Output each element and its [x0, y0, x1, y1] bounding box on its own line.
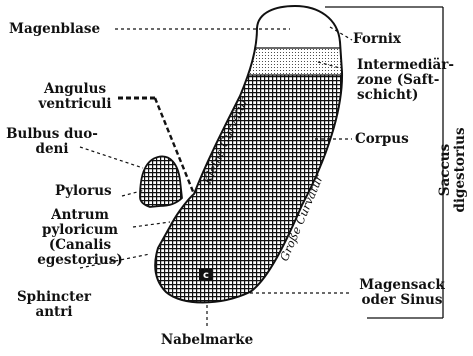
label-angulus-ventriculi: Angulus ventriculi — [25, 82, 125, 112]
label-magenblase: Magenblase — [9, 22, 100, 37]
label-saccus-digestorius: Saccus digestorius — [438, 115, 468, 225]
label-sphincter-antri: Sphincter antri — [4, 290, 104, 320]
saccus-bracket — [325, 7, 443, 318]
label-intermediaerzone: Intermediär- zone (Saft- schicht) — [357, 58, 454, 103]
label-fornix: Fornix — [353, 32, 401, 47]
label-magensack: Magensack oder Sinus — [352, 278, 452, 308]
label-nabelmarke: Nabelmarke — [147, 333, 267, 348]
label-pylorus: Pylorus — [55, 184, 112, 199]
bulbus-duodeni-shape — [140, 156, 182, 207]
label-corpus: Corpus — [355, 132, 409, 147]
marker-box: c — [199, 268, 213, 281]
label-bulbus-duodeni: Bulbus duo- deni — [2, 127, 102, 157]
stomach-body — [140, 0, 360, 320]
label-antrum-pyloricum: Antrum pyloricum (Canalis egestorius) — [25, 208, 135, 268]
svg-text:c: c — [203, 270, 209, 281]
